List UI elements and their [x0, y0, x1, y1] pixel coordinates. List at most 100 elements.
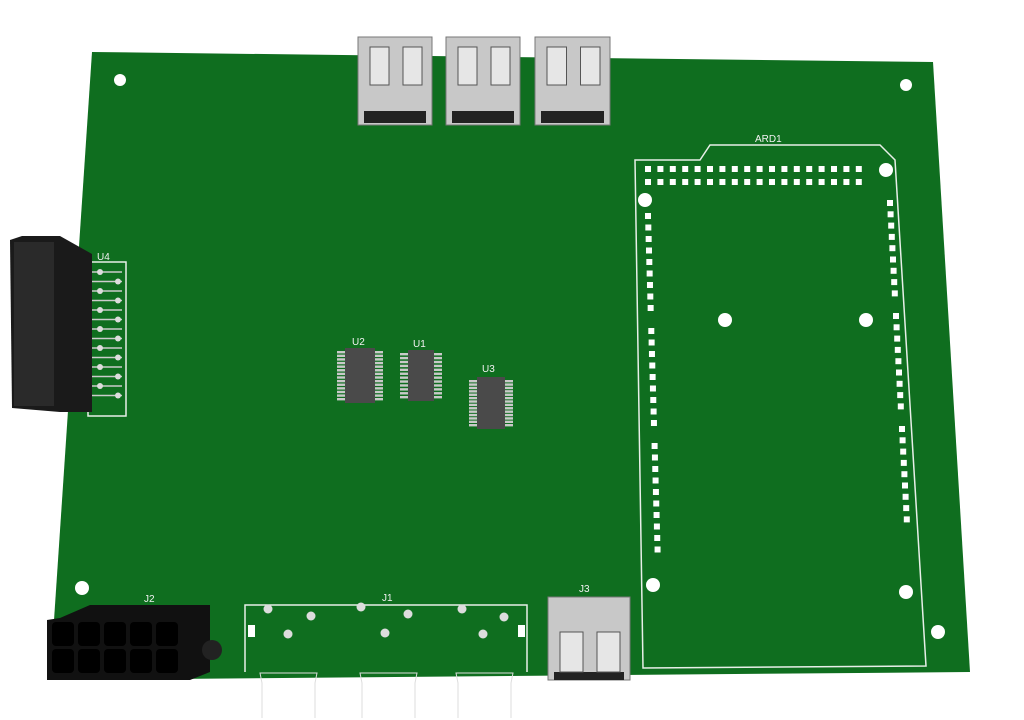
header-pad — [648, 328, 655, 334]
chip-body — [345, 348, 375, 403]
mounting-hole — [718, 313, 732, 327]
header-pad — [648, 339, 655, 346]
header-pad — [650, 397, 657, 403]
header-pad — [895, 358, 902, 365]
header-pad — [831, 166, 837, 172]
chip-pin — [469, 420, 477, 424]
chip-pin — [337, 354, 345, 358]
chip-pin — [400, 364, 408, 368]
j1-pad — [380, 628, 390, 638]
header-pad — [897, 392, 904, 399]
header-pad — [843, 179, 850, 185]
chip-pin — [400, 356, 408, 360]
chip-pin — [375, 358, 383, 361]
j2-pin-cell — [52, 622, 74, 646]
u4-label: U4 — [97, 252, 110, 263]
header-pad — [891, 279, 898, 286]
mounting-holes — [75, 74, 945, 639]
chip-pin — [400, 396, 408, 399]
j1-jack-outline — [359, 672, 418, 718]
chip-pin — [434, 372, 442, 375]
ic-chips — [337, 348, 513, 429]
chip-pin — [469, 393, 477, 396]
j3-label: J3 — [579, 584, 590, 595]
header-pad — [900, 448, 907, 455]
chip-body — [477, 377, 505, 429]
chip-pin — [375, 398, 383, 401]
u4-pins — [92, 269, 122, 399]
mounting-hole — [859, 313, 873, 327]
ard1-header-pads — [645, 166, 910, 553]
u4-pad — [97, 269, 103, 275]
chip-pin — [469, 424, 477, 427]
header-pad — [902, 493, 909, 500]
header-pad — [781, 166, 788, 172]
header-pad — [793, 179, 800, 185]
header-pad — [889, 245, 896, 252]
usb-slot — [402, 46, 423, 86]
chip-pin — [375, 383, 383, 386]
chip-pin — [375, 369, 383, 372]
chip-pin — [505, 403, 513, 407]
header-pad — [719, 166, 726, 172]
header-pad — [694, 166, 701, 172]
u4-pad — [115, 392, 121, 399]
ard1-label: ARD1 — [755, 134, 782, 145]
chip-pin — [375, 372, 383, 376]
chip-pin — [469, 386, 477, 390]
header-pad — [897, 403, 904, 410]
header-pad — [645, 236, 652, 242]
chip-pin — [434, 396, 442, 399]
chip-pin — [505, 396, 513, 400]
chip-pin — [469, 417, 477, 420]
header-pad — [888, 233, 895, 240]
header-pad — [682, 179, 689, 185]
usb-slot — [580, 46, 601, 86]
header-pad — [669, 166, 676, 172]
header-pad — [903, 505, 910, 512]
header-pad — [645, 247, 652, 254]
chip-pin — [400, 368, 408, 372]
header-pad — [818, 179, 825, 185]
header-pad — [902, 482, 908, 489]
chip-pin — [337, 398, 345, 401]
j1-pad — [457, 604, 467, 614]
u2-label: U2 — [352, 337, 365, 348]
header-pad — [646, 259, 653, 265]
header-pad — [887, 211, 894, 218]
mounting-hole — [646, 578, 660, 592]
chip-pin — [337, 372, 345, 376]
header-pad — [651, 443, 658, 449]
header-pad — [653, 500, 660, 507]
j2-pin-cell — [130, 622, 152, 646]
mounting-hole — [114, 74, 126, 86]
chip-pin — [434, 388, 442, 391]
header-pad — [887, 200, 893, 206]
header-pad — [652, 489, 659, 495]
header-pad — [707, 166, 713, 172]
j1-pad — [403, 609, 413, 619]
header-pad — [657, 166, 664, 172]
header-pad — [646, 282, 653, 288]
header-pad — [896, 380, 903, 387]
header-pad — [806, 179, 813, 185]
header-pad — [903, 516, 910, 523]
chip-pin — [375, 390, 383, 394]
u4-pad — [115, 354, 121, 361]
chip-pin — [337, 376, 345, 379]
j1-silkscreen — [244, 604, 528, 672]
chip-pin — [505, 383, 513, 386]
header-pad — [818, 166, 825, 172]
header-pad — [707, 179, 713, 185]
header-pad — [891, 290, 898, 297]
header-pad — [744, 179, 751, 185]
header-pad — [855, 166, 862, 172]
chip-pin — [505, 400, 513, 403]
header-pad — [647, 305, 654, 311]
chip-pin — [505, 407, 513, 410]
header-pad — [890, 256, 896, 263]
chip-pin — [434, 392, 442, 395]
j2-pin-cell — [104, 649, 126, 673]
chip-pin — [469, 410, 477, 413]
header-pad — [647, 293, 654, 300]
